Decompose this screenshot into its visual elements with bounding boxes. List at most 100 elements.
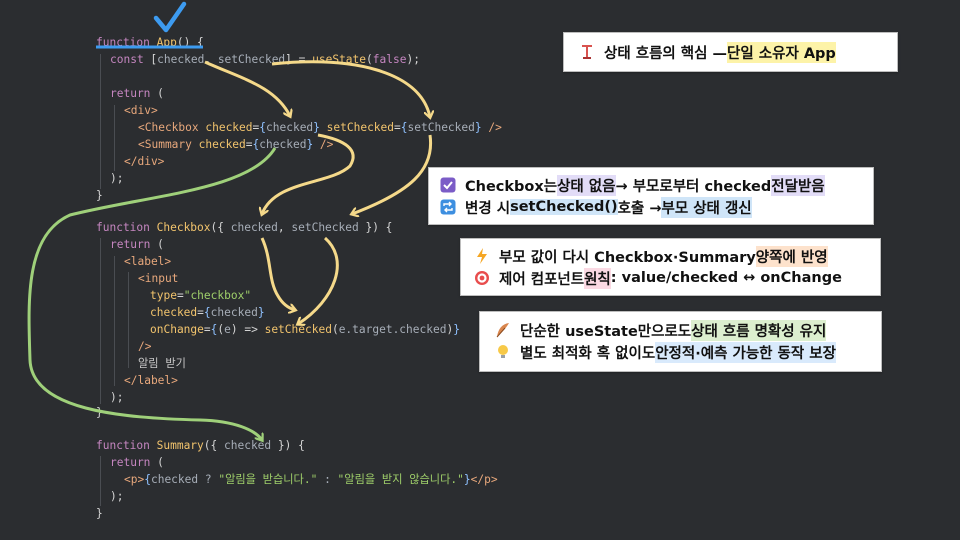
code-token: checked	[210, 306, 258, 319]
highlight: 안정적·예측 가능한 동작 보장	[655, 341, 836, 363]
code-token: "알림을 받지 않습니다."	[337, 473, 464, 486]
code-token: checked	[157, 53, 205, 66]
code-line-label-text: 알림 받기	[138, 355, 186, 372]
indent-guide	[114, 256, 115, 386]
code-line-app-return: return (	[110, 85, 164, 102]
code-token: const	[110, 53, 151, 66]
code-token: />	[138, 340, 152, 353]
callout-title-prefix: 상태 흐름의 핵심 —	[604, 45, 728, 62]
callout-row: 제어 컴포넌트 원칙 : value/checked ↔ onChange	[473, 267, 880, 289]
code-token: />	[319, 138, 334, 151]
code-token: <input	[138, 272, 179, 285]
code-token: }	[96, 189, 103, 202]
code-token: </div>	[124, 155, 165, 168]
code-token: </label>	[124, 374, 178, 387]
code-token: :	[317, 473, 338, 486]
code-line-app-end: }	[96, 187, 103, 204]
code-token: checked	[266, 121, 314, 134]
code-token: function	[96, 221, 157, 234]
code-token: false	[372, 53, 407, 66]
code-line-input-onchange: onChange={(e) => setChecked(e.target.che…	[150, 321, 460, 338]
code-token: () {	[176, 36, 204, 49]
code-line-summary-end: }	[96, 505, 103, 522]
code-token: (	[157, 456, 164, 469]
code-line-summary-return: return (	[110, 454, 164, 471]
callout-title: 상태 흐름의 핵심 — 단일 소유자 App	[563, 32, 898, 72]
code-token: "checkbox"	[183, 289, 252, 302]
code-token: ({	[203, 439, 224, 452]
code-token: setChecked	[291, 221, 359, 234]
callout-row: 별도 최적화 혹 없이도 안정적·예측 가능한 동작 보장	[494, 341, 881, 363]
text: 호출 →	[617, 200, 662, 217]
code-token: ) =>	[230, 323, 265, 336]
code-token: onChange	[150, 323, 204, 336]
code-token: }	[453, 323, 460, 336]
code-token: setChecked	[326, 121, 395, 134]
callout-group-2: 부모 값이 다시 Checkbox·Summary 양쪽에 반영 제어 컴포넌트…	[460, 238, 881, 296]
code-token: App	[156, 36, 177, 49]
code-token: (	[157, 238, 164, 251]
indent-guide	[100, 238, 101, 404]
code-token: return	[110, 87, 158, 100]
code-token: return	[110, 456, 158, 469]
code-line-label-open: <label>	[124, 253, 171, 270]
code-token: />	[488, 121, 502, 134]
code-line-input-checked: checked={checked}	[150, 304, 265, 321]
code-token: =	[176, 289, 184, 302]
text: 별도 최적화 혹 없이도	[520, 345, 656, 362]
code-token: return	[110, 238, 158, 251]
code-token: }	[306, 138, 320, 151]
code-line-div-close: </div>	[124, 153, 164, 170]
indent-guide	[128, 272, 129, 368]
code-token: =	[197, 306, 204, 319]
code-line-app-function: function App() {	[96, 34, 204, 51]
code-token: {	[400, 121, 408, 134]
callout-group-3: 단순한 useState만으로도 상태 흐름 명확성 유지 별도 최적화 혹 없…	[479, 311, 882, 372]
code-token: }	[96, 507, 103, 520]
code-line-summary-element: <Summary checked={checked} />	[138, 136, 333, 153]
code-token: =	[245, 138, 253, 151]
highlight: 상태 흐름 명확성 유지	[691, 319, 827, 341]
target-icon	[473, 269, 491, 287]
code-token: function	[96, 439, 157, 452]
code-token: =	[394, 121, 401, 134]
code-token: checked	[205, 121, 253, 134]
indent-guide	[100, 456, 101, 506]
code-token: )	[446, 323, 454, 336]
code-line-checkbox-paren: );	[110, 389, 123, 406]
code-token: 알림 받기	[138, 357, 186, 370]
code-token: {	[144, 473, 151, 486]
code-token: ({	[210, 221, 231, 234]
checkbox-icon	[439, 176, 457, 194]
indent-guide	[114, 105, 115, 171]
text: : value/checked ↔ onChange	[610, 270, 842, 286]
code-line-label-close: </label>	[124, 372, 178, 389]
code-token: }	[257, 306, 265, 319]
code-token: checked	[230, 221, 278, 234]
text: 제어 컴포넌트	[499, 271, 585, 288]
bulb-icon	[494, 343, 512, 361]
code-token: [	[150, 53, 158, 66]
code-token: ] =	[285, 53, 313, 66]
code-line-div-open: <div>	[124, 102, 158, 119]
callout-row: 변경 시 setChecked() 호출 → 부모 상태 갱신	[439, 196, 873, 218]
code-line-summary-function: function Summary({ checked }) {	[96, 437, 305, 454]
code-token: (	[157, 87, 164, 100]
code-token: checked	[224, 439, 272, 452]
code-token: {	[203, 306, 211, 319]
code-token: }	[96, 406, 103, 419]
code-line-input-open: <input	[138, 270, 178, 287]
code-token: <Checkbox	[138, 121, 206, 134]
code-line-summary-paren: );	[110, 488, 123, 505]
highlight: 양쪽에 반영	[755, 245, 828, 267]
code-token: <p>	[124, 473, 145, 486]
code-token: </p>	[470, 473, 498, 486]
highlight: 원칙	[584, 267, 611, 289]
code-token: }	[474, 121, 489, 134]
callout-title-highlight: 단일 소유자 App	[727, 41, 836, 63]
repeat-icon	[439, 198, 457, 216]
code-line-checkbox-return: return (	[110, 236, 164, 253]
callout-row: 단순한 useState만으로도 상태 흐름 명확성 유지	[494, 319, 881, 341]
lightning-icon	[473, 247, 491, 265]
code-token: useState	[312, 53, 367, 66]
